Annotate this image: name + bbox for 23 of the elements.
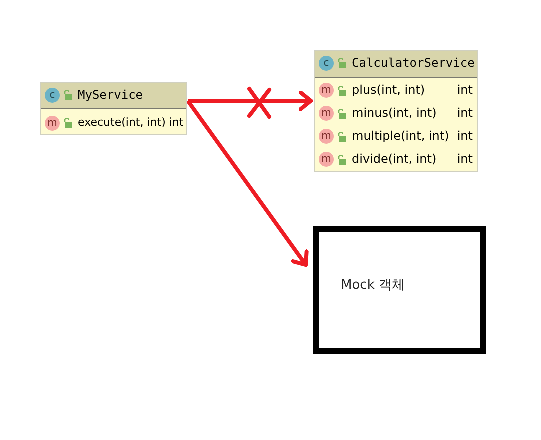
class-box: [314, 50, 478, 172]
class-name: CalculatorService: [352, 56, 475, 70]
method-signature: divide(int, int): [352, 152, 437, 166]
return-type: int: [457, 152, 473, 166]
return-type: int: [457, 129, 473, 143]
class-name: MyService: [78, 88, 144, 102]
method-signature: multiple(int, int): [352, 129, 450, 143]
return-type: int: [457, 106, 473, 120]
method-icon: m: [319, 83, 334, 98]
class-box: [40, 82, 187, 135]
method-icon: m: [45, 116, 60, 130]
arrow: [188, 90, 313, 112]
method-icon: m: [319, 106, 334, 121]
method-icon: m: [319, 152, 334, 167]
method-signature: plus(int, int): [352, 83, 426, 97]
object-label: Mock 객체: [341, 277, 405, 294]
return-type: int: [457, 83, 473, 97]
method-signature: execute(int, int) int: [78, 116, 184, 128]
method-signature: minus(int, int): [352, 106, 437, 120]
object-box: [313, 226, 486, 354]
method-icon: m: [319, 129, 334, 144]
class-icon: c: [45, 88, 60, 103]
class-icon: c: [319, 56, 334, 71]
